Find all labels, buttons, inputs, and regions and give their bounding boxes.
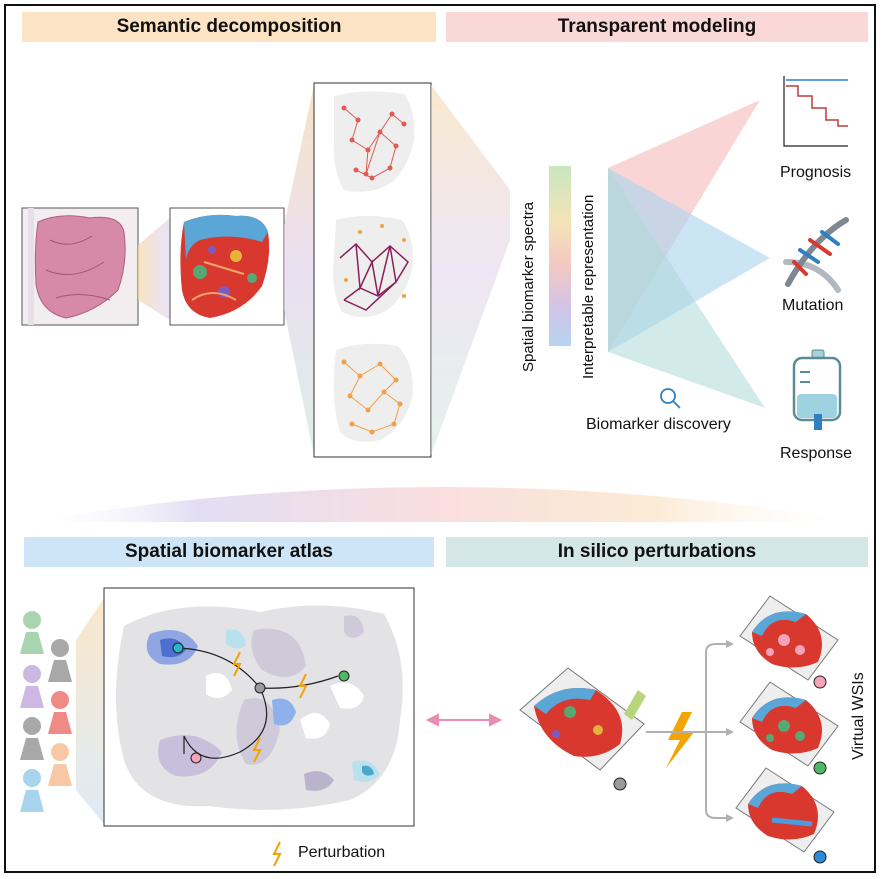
biomarker-discovery-label: Biomarker discovery xyxy=(586,416,731,433)
banner-transparent-modeling: Transparent modeling xyxy=(446,12,868,42)
spectra-bar xyxy=(549,166,571,346)
virtual-wsi-2 xyxy=(739,681,839,775)
dna-icon xyxy=(783,217,849,293)
figure-frame xyxy=(4,4,876,873)
bolt-large xyxy=(666,712,694,768)
banner-in-silico-perturbations: In silico perturbations xyxy=(446,537,868,567)
people-icons xyxy=(20,611,72,812)
source-slide xyxy=(519,667,646,791)
iv-bag-icon xyxy=(792,349,842,430)
magnifier-icon xyxy=(660,388,681,409)
perturbation-legend-icon xyxy=(272,841,282,867)
mutation-label: Mutation xyxy=(782,297,844,314)
separator-band xyxy=(30,487,860,522)
spatial-biomarker-spectra-label: Spatial biomarker spectra xyxy=(520,201,537,372)
segmented-slide-thumbnail xyxy=(169,207,285,326)
virtual-wsi-3 xyxy=(735,767,835,864)
response-branch xyxy=(608,168,765,408)
banner-spatial-biomarker-atlas: Spatial biomarker atlas xyxy=(24,537,434,567)
bidirectional-arrow xyxy=(425,713,503,727)
branch-arrows xyxy=(646,643,730,819)
banner-semantic-decomposition: Semantic decomposition xyxy=(22,12,436,42)
virtual-wsis-label: Virtual WSIs xyxy=(850,672,867,760)
response-label: Response xyxy=(780,445,853,462)
he-slide-thumbnail xyxy=(21,207,139,326)
virtual-wsi-1 xyxy=(739,595,839,689)
prognosis-label: Prognosis xyxy=(780,164,852,181)
km-curve-icon xyxy=(783,76,848,147)
perturbation-legend-label: Perturbation xyxy=(298,844,386,861)
atlas-panel xyxy=(103,587,415,827)
graph-panel xyxy=(313,82,432,458)
interpretable-representation-label: Interpretable representation xyxy=(580,194,597,379)
